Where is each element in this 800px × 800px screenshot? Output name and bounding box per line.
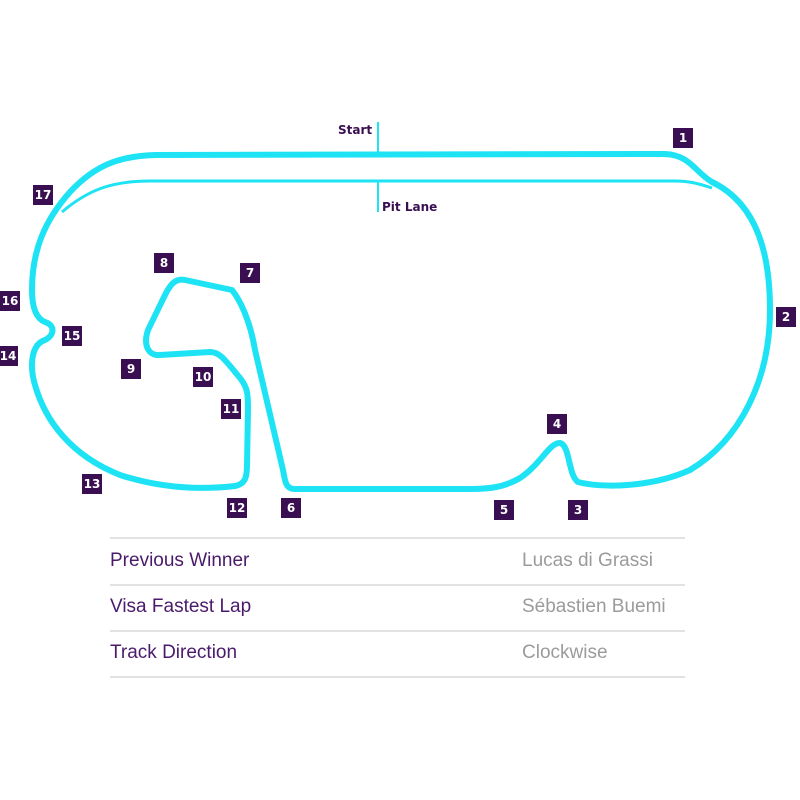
turn-marker: 6 — [281, 498, 301, 518]
info-label: Track Direction — [110, 642, 238, 663]
info-row: Visa Fastest Lap Sébastien Buemi — [110, 584, 685, 632]
turn-marker: 9 — [121, 359, 141, 379]
divider — [110, 537, 685, 539]
turn-marker: 12 — [227, 498, 247, 518]
info-row: Previous Winner Lucas di Grassi — [110, 538, 685, 586]
turn-marker: 16 — [0, 291, 20, 311]
turn-marker: 15 — [62, 326, 82, 346]
turn-marker: 2 — [776, 307, 796, 327]
info-row: Track Direction Clockwise — [110, 630, 685, 678]
pit-lane-label: Pit Lane — [382, 200, 438, 214]
start-label: Start — [338, 123, 373, 137]
info-value: Sébastien Buemi — [522, 596, 666, 617]
pit-lane — [61, 179, 713, 214]
turn-marker: 14 — [0, 346, 18, 366]
turn-marker: 11 — [221, 399, 241, 419]
turn-marker: 17 — [33, 185, 53, 205]
info-value: Lucas di Grassi — [522, 550, 653, 571]
info-label: Visa Fastest Lap — [110, 596, 252, 617]
info-value: Clockwise — [522, 642, 608, 663]
turn-marker: 4 — [547, 414, 567, 434]
turn-marker: 10 — [193, 367, 213, 387]
turn-marker: 7 — [240, 263, 260, 283]
info-label: Previous Winner — [110, 550, 250, 571]
race-track — [29, 151, 773, 492]
turn-marker: 5 — [494, 500, 514, 520]
turn-marker: 13 — [82, 474, 102, 494]
turn-marker: 1 — [673, 128, 693, 148]
turn-marker: 3 — [568, 500, 588, 520]
turn-marker: 8 — [154, 253, 174, 273]
